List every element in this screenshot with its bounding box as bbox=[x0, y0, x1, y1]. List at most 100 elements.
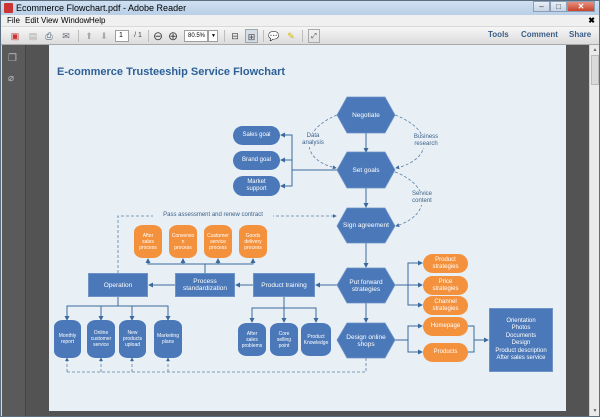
edge-label-service-content: Service content bbox=[409, 191, 435, 205]
separator bbox=[148, 30, 149, 42]
attachments-icon[interactable]: ⌀ bbox=[8, 73, 15, 84]
minimize-button[interactable]: – bbox=[533, 1, 550, 12]
connector bbox=[205, 258, 256, 265]
separator bbox=[302, 30, 303, 42]
training-product-knowledge: Product Knowledge bbox=[301, 323, 331, 356]
email-icon[interactable]: ✉ bbox=[62, 31, 70, 41]
dashed-connector bbox=[67, 358, 367, 373]
hexagon-sign-agreement bbox=[336, 207, 396, 244]
strategy-channel: Channel strategies bbox=[423, 296, 468, 315]
operation-new-products-upload: New products upload bbox=[119, 320, 146, 358]
scroll-thumb[interactable] bbox=[591, 55, 599, 85]
comment-link[interactable]: Comment bbox=[521, 30, 558, 39]
process-goods-delivery: Goods delivery process bbox=[239, 225, 267, 258]
sticky-note-icon[interactable]: 💬 bbox=[268, 31, 280, 41]
connector bbox=[468, 325, 488, 353]
fit-width-icon[interactable]: ⊞ bbox=[245, 29, 258, 43]
fit-page-icon[interactable]: ⊟ bbox=[231, 31, 239, 41]
goal-brand: Brand goal bbox=[233, 151, 280, 170]
connector bbox=[280, 132, 337, 171]
connector bbox=[249, 297, 285, 323]
scroll-down-icon[interactable]: ▼ bbox=[592, 408, 598, 414]
hexagon-design-shops bbox=[336, 322, 396, 359]
training-after-sales-problems: After sales problems bbox=[238, 323, 266, 356]
menu-edit[interactable]: Edit bbox=[25, 16, 39, 25]
edge-label-data-analysis: Data analysis bbox=[299, 133, 327, 147]
edge-label-business-research: Business research bbox=[411, 134, 441, 148]
menu-window[interactable]: Window bbox=[61, 16, 90, 25]
negotiate-label: Negotiate bbox=[352, 111, 380, 119]
zoom-dropdown-icon[interactable]: ▼ bbox=[208, 30, 218, 42]
operation-marketing-plans: Marketing plans bbox=[154, 320, 182, 358]
save-icon[interactable]: ▤ bbox=[28, 31, 38, 41]
connector bbox=[145, 258, 206, 273]
connector bbox=[118, 305, 171, 321]
hexagon-set-goals bbox=[336, 151, 396, 189]
hexagon-negotiate bbox=[336, 96, 396, 134]
connector bbox=[64, 297, 119, 321]
shop-details-box: Orientation Photos Documents Design Prod… bbox=[489, 308, 553, 372]
connector bbox=[407, 285, 423, 308]
page-number-input[interactable]: 1 bbox=[115, 30, 129, 42]
design-online-shops-label: Design online shops bbox=[346, 333, 386, 348]
maximize-button[interactable]: □ bbox=[550, 1, 567, 12]
strategy-product: Product strategies bbox=[423, 254, 468, 273]
sign-agreement-label: Sign agreement bbox=[343, 222, 389, 229]
menu-bar: File Edit View Window Help ✖ bbox=[1, 15, 599, 27]
shop-homepage: Homepage bbox=[423, 317, 468, 336]
operation-online-customer-service: Online customer service bbox=[87, 320, 115, 358]
connector bbox=[407, 340, 423, 355]
menu-view[interactable]: View bbox=[41, 16, 59, 25]
previous-page-icon[interactable]: ⬆ bbox=[85, 31, 93, 41]
zoom-in-icon[interactable]: ⊕ bbox=[167, 29, 179, 43]
navigation-pane: ❐ ⌀ bbox=[2, 45, 26, 416]
dashed-connector bbox=[394, 114, 425, 170]
operation-monthly-report: Monthly report bbox=[54, 320, 81, 358]
vertical-scrollbar[interactable]: ▲ ▼ bbox=[589, 45, 599, 416]
connector bbox=[284, 307, 319, 323]
share-link[interactable]: Share bbox=[569, 30, 592, 39]
connector bbox=[280, 170, 293, 189]
set-goals-label: Set goals bbox=[352, 166, 380, 174]
process-after-sales: After sales process bbox=[134, 225, 162, 258]
pdf-app-icon bbox=[4, 3, 13, 13]
zoom-level-input[interactable]: 80.5% bbox=[184, 30, 208, 42]
close-document-icon[interactable]: ✖ bbox=[588, 16, 595, 25]
zoom-out-icon[interactable]: ⊖ bbox=[152, 29, 164, 43]
scroll-up-icon[interactable]: ▲ bbox=[592, 47, 598, 53]
box-process-standardization: Process standardization bbox=[175, 273, 235, 297]
goal-market-support: Market support bbox=[233, 176, 280, 196]
next-page-icon[interactable]: ⬇ bbox=[100, 31, 108, 41]
title-bar: Ecommerce Flowchart.pdf - Adobe Reader –… bbox=[1, 1, 599, 15]
page-thumbnails-icon[interactable]: ❐ bbox=[8, 53, 17, 64]
edge-label-pass-assessment: Pass assessment and renew contract bbox=[153, 212, 273, 219]
box-product-training: Product training bbox=[253, 273, 315, 297]
box-operation: Operation bbox=[88, 273, 148, 297]
process-customer-service: Customer service process bbox=[204, 225, 232, 258]
separator bbox=[224, 30, 225, 42]
menu-file[interactable]: File bbox=[7, 16, 20, 25]
toolbar: ▣ ▤ ⎙ ✉ ⬆ ⬇ 1 / 1 ⊖ ⊕ 80.5% ▼ ⊟ ⊞ 💬 ✎ ⤢ … bbox=[1, 27, 599, 45]
connector bbox=[395, 323, 423, 341]
close-button[interactable]: ✕ bbox=[567, 1, 595, 12]
tools-link[interactable]: Tools bbox=[488, 30, 509, 39]
shop-products: Products bbox=[423, 343, 468, 362]
window-title: Ecommerce Flowchart.pdf - Adobe Reader bbox=[16, 3, 187, 13]
highlight-icon[interactable]: ✎ bbox=[287, 31, 295, 41]
strategy-price: Price strategies bbox=[423, 276, 468, 295]
goal-sales: Sales goal bbox=[233, 126, 280, 145]
create-pdf-icon[interactable]: ▣ bbox=[10, 31, 20, 41]
print-icon[interactable]: ⎙ bbox=[45, 31, 53, 41]
expand-icon[interactable]: ⤢ bbox=[308, 29, 320, 43]
put-forward-strategies-label: Put forward strategies bbox=[349, 278, 383, 293]
separator bbox=[78, 30, 79, 42]
connector bbox=[395, 260, 423, 286]
page-title: E-commerce Trusteeship Service Flowchart bbox=[57, 66, 286, 78]
process-conversion: Conversio n process bbox=[169, 225, 197, 258]
hexagon-put-forward bbox=[336, 267, 396, 304]
page-total: / 1 bbox=[134, 32, 142, 39]
training-core-selling-point: Core selling point bbox=[270, 323, 298, 356]
separator bbox=[263, 30, 264, 42]
menu-help[interactable]: Help bbox=[89, 16, 106, 25]
